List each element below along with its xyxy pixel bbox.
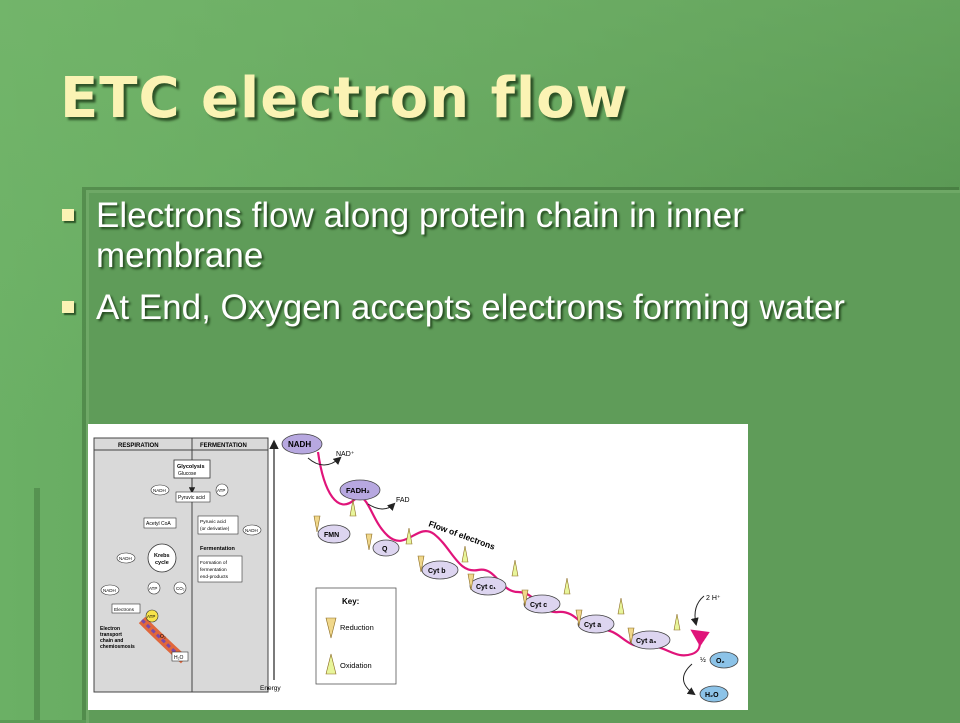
fadh2-carrier-label: FADH₂ — [346, 486, 370, 495]
pyruvic-deriv-sub: (or derivative) — [200, 526, 230, 532]
etc-label-3: chain and — [100, 638, 123, 644]
etc-label: Electron — [100, 626, 120, 632]
carrier-q: Q — [372, 539, 400, 557]
square-bullet-icon — [62, 209, 74, 221]
h2o-label: H₂O — [705, 692, 719, 699]
flow-of-electrons-label: Flow of electrons — [427, 518, 496, 551]
carrier-fadh2: FADH₂ — [339, 479, 381, 501]
carrier-fmn: FMN — [317, 524, 351, 544]
nadh-right-label: NADH — [245, 528, 258, 533]
bullet-item: Electrons flow along protein chain in in… — [62, 196, 912, 276]
nad-plus-label: NAD⁺ — [336, 451, 355, 458]
key-title: Key: — [342, 597, 359, 606]
etc-label-4: chemiosmosis — [100, 644, 135, 650]
h2o-left-label: H₂O — [174, 655, 184, 661]
cyt-c-label: Cyt c — [530, 602, 547, 609]
fad-label: FAD — [396, 497, 410, 504]
formation-sub: fermentation — [200, 567, 227, 573]
nadh-krebs-label: NADH — [119, 556, 132, 561]
fmn-label: FMN — [324, 532, 339, 539]
carrier-nadh: NADH — [281, 433, 323, 455]
key-box: Key: Reduction Oxidation — [315, 587, 397, 685]
nadh-carrier-label: NADH — [288, 440, 311, 449]
acetyl-coa-label: Acetyl CoA — [146, 521, 171, 527]
oxidation-arrow-icon — [325, 653, 337, 675]
nadh-left-label: NADH — [153, 488, 166, 493]
formation-sub2: end-products — [200, 574, 229, 580]
slide-title: ETC electron flow — [60, 66, 629, 131]
respiration-label: RESPIRATION — [118, 443, 159, 449]
bullet-list: Electrons flow along protein chain in in… — [62, 196, 912, 340]
etc-figure: RESPIRATION FERMENTATION Glycolysis Gluc… — [88, 424, 748, 710]
metabolism-overview: RESPIRATION FERMENTATION Glycolysis Gluc… — [93, 437, 269, 693]
atp-etc-label: ATP — [147, 614, 155, 619]
formation-label: Formation of — [200, 560, 228, 566]
energy-label: Energy — [260, 685, 281, 692]
electrons-label: Electrons — [114, 607, 135, 613]
etc-diagram: RESPIRATION FERMENTATION Glycolysis Gluc… — [93, 433, 739, 703]
bullet-item: At End, Oxygen accepts electrons forming… — [62, 288, 912, 328]
glycolysis-label: Glycolysis — [177, 464, 205, 470]
cyt-c1-label: Cyt c₁ — [476, 584, 496, 591]
energy-axis: Energy — [260, 439, 281, 692]
nadh-low-label: NADH — [103, 588, 116, 593]
cyt-a3-label: Cyt a₃ — [636, 638, 656, 645]
bullet-text: Electrons flow along protein chain in in… — [96, 196, 744, 275]
water-node: H₂O — [699, 685, 729, 703]
decorative-strip — [34, 488, 40, 720]
carrier-cyt-c1: Cyt c₁ — [469, 576, 507, 596]
key-reduction: Reduction — [340, 623, 374, 632]
pyruvic-label: Pyruvic acid — [178, 495, 205, 501]
oxygen-node: O₂ — [709, 651, 739, 669]
square-bullet-icon — [62, 301, 74, 313]
pyruvic-deriv-label: Pyruvic acid — [200, 519, 226, 525]
half-label: ½ — [700, 656, 706, 664]
cyt-b-label: Cyt b — [428, 568, 446, 575]
carrier-cyt-a: Cyt a — [577, 614, 615, 634]
atp-top-label: ATP — [217, 488, 225, 493]
o2-left-label: O₂ — [160, 634, 166, 640]
atp-krebs-label: ATP — [149, 586, 157, 591]
carrier-cyt-c: Cyt c — [523, 594, 561, 614]
o2-label: O₂ — [716, 658, 725, 665]
carrier-cyt-a3: Cyt a₃ — [629, 630, 671, 650]
bullet-text: At End, Oxygen accepts electrons forming… — [96, 288, 845, 327]
two-h-plus-label: 2 H⁺ — [706, 595, 721, 602]
q-label: Q — [382, 546, 388, 553]
key-oxidation: Oxidation — [340, 661, 372, 670]
redox-arrows — [313, 499, 681, 645]
krebs-sub: cycle — [155, 560, 169, 566]
krebs-label: Krebs — [154, 553, 170, 559]
cyt-a-label: Cyt a — [584, 622, 601, 629]
etc-label-2: transport — [100, 632, 122, 638]
fermentation-header: FERMENTATION — [200, 443, 247, 449]
reduction-arrow-icon — [325, 617, 337, 639]
co2-label: CO₂ — [176, 586, 185, 591]
fermentation-label: Fermentation — [200, 546, 235, 552]
carrier-cyt-b: Cyt b — [421, 560, 459, 580]
glucose-label: Glucose — [178, 471, 197, 477]
